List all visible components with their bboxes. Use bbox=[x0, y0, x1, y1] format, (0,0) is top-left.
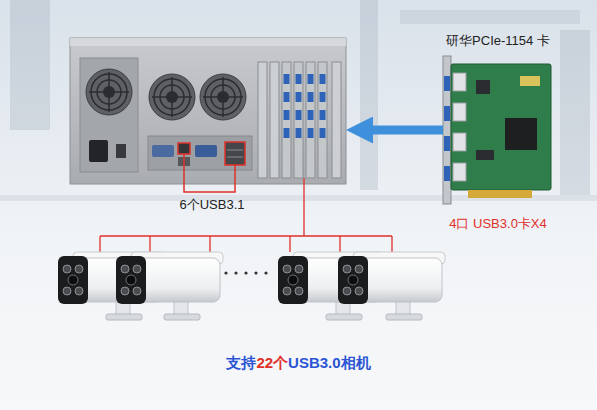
flow-connector bbox=[368, 130, 443, 131]
dot bbox=[234, 271, 237, 274]
flow-arrow bbox=[368, 126, 443, 135]
usb-card-slot bbox=[306, 62, 315, 178]
system-fan bbox=[200, 74, 246, 120]
expansion-slot bbox=[270, 62, 279, 178]
background-machinery bbox=[0, 0, 597, 201]
machine-beam bbox=[400, 10, 580, 24]
chip bbox=[476, 80, 490, 94]
power-connector bbox=[520, 76, 540, 86]
usb-port-stack bbox=[225, 142, 245, 165]
controller-chip bbox=[505, 118, 537, 150]
usb-connector bbox=[453, 73, 466, 91]
expansion-slot bbox=[258, 62, 267, 178]
card-pcb bbox=[451, 64, 551, 190]
usb-connector bbox=[453, 163, 466, 181]
camera-wiring bbox=[100, 178, 392, 252]
usb-connector bbox=[453, 133, 466, 151]
node-heading: 研华PCIe-1154 卡 bbox=[398, 33, 597, 49]
usb-card-slot bbox=[318, 62, 327, 178]
power-socket bbox=[89, 140, 108, 162]
dot bbox=[264, 271, 267, 274]
pc-rim bbox=[70, 38, 346, 46]
caption: 支持22个USB3.0相机 bbox=[0, 353, 597, 373]
serial-port bbox=[152, 145, 174, 157]
chip bbox=[476, 150, 494, 160]
vga-port bbox=[195, 145, 217, 157]
machine-column bbox=[560, 30, 590, 200]
usb-port bbox=[444, 106, 450, 121]
usb-camera bbox=[338, 252, 445, 320]
usb-camera bbox=[116, 252, 223, 320]
dot bbox=[224, 271, 227, 274]
caption-run: 支持 bbox=[226, 354, 256, 371]
card-bracket bbox=[443, 56, 451, 204]
caption-run: USB3.0相机 bbox=[288, 354, 371, 371]
machine-column bbox=[360, 0, 378, 190]
node-heading: 6个USB3.1 bbox=[167, 197, 257, 213]
pc-chassis bbox=[70, 38, 346, 184]
dot bbox=[254, 271, 257, 274]
usb-port bbox=[178, 143, 190, 154]
usb-port-divider bbox=[227, 150, 243, 157]
power-switch bbox=[116, 144, 126, 158]
usb-card-slot bbox=[294, 62, 303, 178]
industrial-pc: 6个USB3.1 bbox=[70, 38, 346, 184]
usb-port bbox=[444, 136, 450, 151]
caption-highlight: 22个 bbox=[256, 354, 288, 371]
psu-fan bbox=[86, 69, 132, 115]
usb-port bbox=[444, 76, 450, 91]
usb-port bbox=[444, 166, 450, 181]
node-note: 4口 USB3.0卡X4 bbox=[398, 216, 597, 232]
port-bracket bbox=[184, 154, 235, 192]
expansion-slot bbox=[332, 62, 341, 178]
ellipsis-dots bbox=[224, 271, 267, 274]
psu-plate bbox=[80, 58, 138, 172]
pcie-card: 研华PCIe-1154 卡4口 USB3.0卡X4 bbox=[443, 56, 551, 204]
usb-card-slot bbox=[282, 62, 291, 178]
gold-fingers bbox=[468, 190, 532, 198]
machine-column bbox=[10, 0, 50, 130]
usb-connector bbox=[453, 103, 466, 121]
dot bbox=[244, 271, 247, 274]
system-fan bbox=[149, 74, 195, 120]
io-panel bbox=[148, 136, 252, 170]
